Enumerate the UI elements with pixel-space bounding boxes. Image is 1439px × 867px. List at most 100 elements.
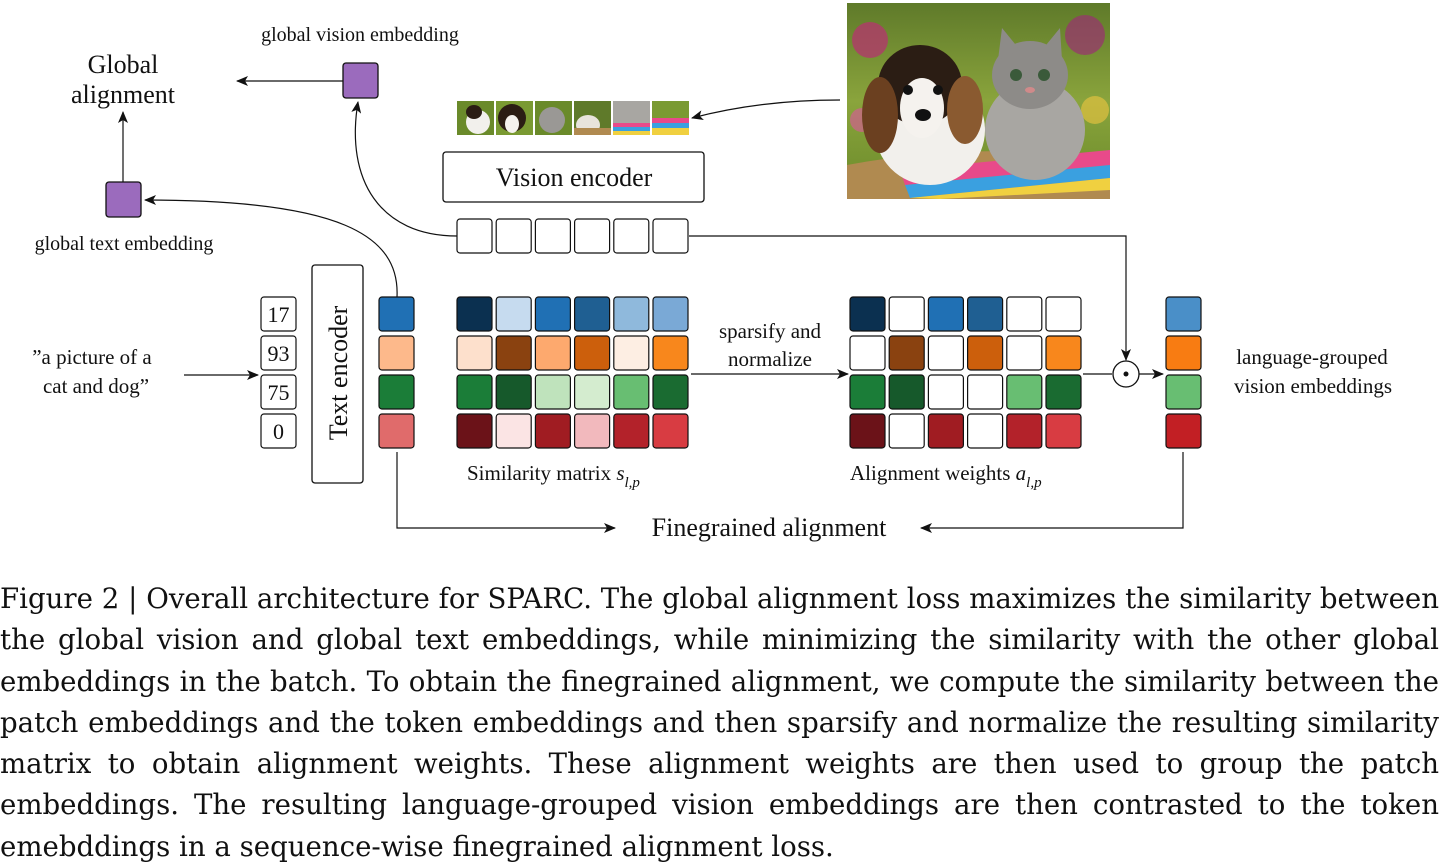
similarity-cell — [573, 335, 611, 371]
language-grouped-embeddings-column — [1165, 296, 1202, 449]
arrow-patches-to-global-vision — [351, 101, 458, 237]
alignment-weight-cell — [888, 413, 925, 449]
token-id-box — [260, 335, 297, 371]
alignment-weights-matrix — [849, 296, 1082, 449]
token-embedding-box — [378, 374, 415, 410]
global-alignment-label-line1: Global — [88, 50, 159, 79]
similarity-cell — [495, 413, 532, 449]
similarity-cell — [573, 374, 611, 410]
similarity-cell — [534, 335, 572, 371]
sparsify-label-line1: sparsify and — [719, 319, 822, 343]
prompt-text-line1: ”a picture of a — [32, 345, 152, 369]
similarity-cell — [456, 374, 493, 410]
image-patches-strip — [457, 101, 689, 135]
alignment-weight-cell — [1045, 413, 1082, 449]
global-alignment-label-line2: alignment — [71, 80, 176, 109]
sparc-architecture-diagram: Global alignment global vision embedding… — [32, 3, 1392, 542]
alignment-weight-cell — [927, 413, 965, 449]
alignment-weight-cell — [927, 296, 965, 332]
alignment-weight-cell — [849, 413, 886, 449]
token-embedding-box — [378, 296, 415, 332]
token-id-value: 75 — [268, 380, 290, 405]
text-encoder-label: Text encoder — [324, 305, 353, 440]
alignment-weight-cell — [927, 374, 965, 410]
patch-embedding-box — [613, 218, 650, 254]
alignment-weight-cell — [1045, 335, 1082, 371]
alignment-weight-cell — [849, 335, 886, 371]
alignment-weight-cell — [888, 335, 925, 371]
grouped-embedding-box — [1165, 335, 1202, 371]
token-embeddings-column — [378, 296, 415, 449]
similarity-cell — [456, 296, 493, 332]
alignment-weight-cell — [1006, 413, 1043, 449]
similarity-matrix — [456, 296, 689, 449]
token-id-value: 0 — [273, 419, 284, 444]
similarity-cell — [573, 413, 611, 449]
alignment-weight-cell — [1045, 374, 1082, 410]
token-id-box — [260, 374, 297, 410]
finegrained-alignment-label: Finegrained alignment — [652, 513, 887, 542]
alignment-weight-cell — [1006, 296, 1043, 332]
token-embedding-box — [378, 413, 415, 449]
arrow-tokens-to-global-text — [144, 195, 398, 298]
global-vision-embedding-label: global vision embedding — [261, 24, 459, 46]
similarity-cell — [495, 296, 532, 332]
token-embedding-box — [378, 335, 415, 371]
similarity-cell — [613, 296, 650, 332]
language-grouped-label-line1: language-grouped — [1236, 345, 1388, 369]
token-id-value: 93 — [268, 341, 290, 366]
vision-encoder-label: Vision encoder — [496, 163, 653, 192]
similarity-cell — [495, 374, 532, 410]
token-id-box — [260, 296, 297, 332]
patch-embedding-box — [456, 218, 493, 254]
alignment-weight-cell — [888, 374, 925, 410]
arrow-tokens-to-finegrained — [396, 452, 616, 533]
arrow-image-to-patches — [691, 99, 841, 121]
puppy-and-kitten-photo — [847, 3, 1110, 199]
alignment-weight-cell — [1045, 296, 1082, 332]
figure-caption: Figure 2 | Overall architecture for SPAR… — [0, 582, 1439, 863]
similarity-cell — [652, 335, 689, 371]
grouped-embedding-box — [1165, 374, 1202, 410]
patch-embedding-box — [573, 218, 611, 254]
prompt-text-line2: cat and dog” — [43, 374, 149, 398]
similarity-cell — [456, 413, 493, 449]
sparsify-label-line2: normalize — [728, 347, 812, 371]
token-id-box — [260, 413, 297, 449]
alignment-weight-cell — [849, 296, 886, 332]
global-text-embedding-label: global text embedding — [35, 233, 214, 255]
patch-embedding-box — [534, 218, 572, 254]
alignment-weight-cell — [966, 335, 1004, 371]
similarity-cell — [534, 296, 572, 332]
alignment-weight-cell — [888, 296, 925, 332]
similarity-cell — [456, 335, 493, 371]
patch-embeddings-row — [456, 218, 689, 254]
similarity-cell — [652, 374, 689, 410]
similarity-cell — [613, 374, 650, 410]
alignment-weight-cell — [966, 413, 1004, 449]
similarity-cell — [495, 335, 532, 371]
arrow-patches-to-dot-product — [689, 235, 1131, 361]
vision-encoder-box — [442, 151, 705, 203]
alignment-weight-cell — [1006, 374, 1043, 410]
language-grouped-label-line2: vision embeddings — [1234, 374, 1392, 398]
similarity-cell — [613, 335, 650, 371]
similarity-cell — [613, 413, 650, 449]
text-encoder-box — [311, 264, 364, 484]
similarity-cell — [534, 374, 572, 410]
alignment-weight-cell — [927, 335, 965, 371]
global-text-embedding-box — [105, 181, 142, 218]
alignment-weight-cell — [1006, 335, 1043, 371]
similarity-cell — [534, 413, 572, 449]
alignment-weight-cell — [849, 374, 886, 410]
grouped-embedding-box — [1165, 413, 1202, 449]
alignment-weight-cell — [966, 296, 1004, 332]
similarity-cell — [652, 413, 689, 449]
similarity-cell — [652, 296, 689, 332]
similarity-cell — [573, 296, 611, 332]
patch-embedding-box — [652, 218, 689, 254]
token-id-value: 17 — [268, 302, 290, 327]
token-ids-column: 17 93 75 0 — [260, 296, 297, 449]
dot-product-center-dot — [1123, 371, 1129, 377]
arrow-grouped-to-finegrained — [920, 452, 1184, 533]
